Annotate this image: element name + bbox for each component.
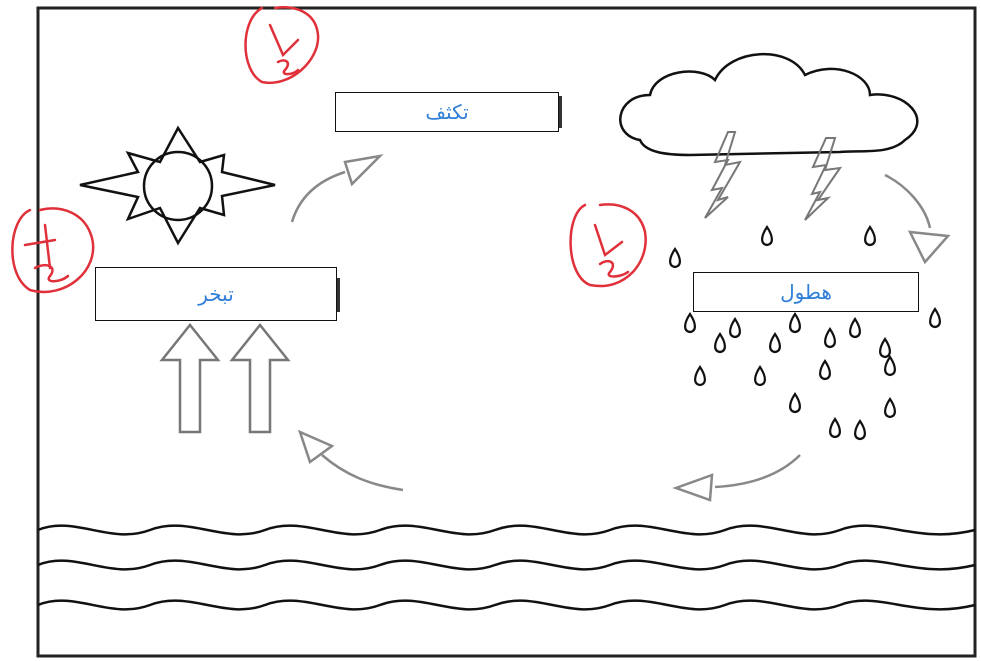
raindrop-icon: [684, 312, 696, 334]
wave-icon: [37, 524, 976, 611]
sun-icon: [79, 125, 276, 246]
raindrop-icon: [729, 317, 741, 339]
condensation-label-box[interactable]: تكثف: [335, 92, 559, 132]
evaporation-label-box[interactable]: تبخر: [95, 267, 337, 321]
raindrop-icon: [754, 365, 766, 387]
raindrop-icon: [879, 337, 891, 359]
raindrop-icon: [694, 365, 706, 387]
curved-arrow-icon: [290, 154, 384, 223]
raindrop-icon: [714, 332, 726, 354]
diagram-frame: [36, 6, 977, 658]
raindrop-icon: [824, 327, 836, 349]
raindrop-icon: [829, 417, 841, 439]
box-tab: [559, 96, 562, 128]
raindrop-icon: [761, 225, 773, 247]
raindrop-icon: [849, 317, 861, 339]
raindrop-icon: [669, 247, 681, 269]
raindrops: [669, 225, 941, 441]
raindrop-icon: [789, 312, 801, 334]
raindrop-icon: [884, 355, 896, 377]
raindrop-icon: [789, 392, 801, 414]
precipitation-label-box[interactable]: هطول: [693, 272, 919, 312]
curved-arrow-icon: [672, 454, 801, 502]
raindrop-icon: [929, 307, 941, 329]
raindrop-icon: [769, 332, 781, 354]
evaporation-label: تبخر: [198, 282, 234, 306]
annotation-mark: [11, 207, 95, 294]
annotation-mark: [569, 203, 647, 288]
curved-arrow-icon: [884, 173, 951, 265]
raindrop-icon: [854, 419, 866, 441]
annotation-mark: [244, 6, 320, 85]
raindrop-icon: [884, 397, 896, 419]
precipitation-label: هطول: [780, 280, 832, 304]
cloud-icon: [619, 53, 919, 157]
condensation-label: تكثف: [425, 100, 469, 124]
box-tab: [337, 278, 340, 312]
lightning-icon: [704, 131, 843, 221]
raindrop-icon: [864, 225, 876, 247]
up-arrow-icon: [159, 322, 291, 434]
raindrop-icon: [819, 359, 831, 381]
curved-arrow-icon: [297, 429, 404, 492]
